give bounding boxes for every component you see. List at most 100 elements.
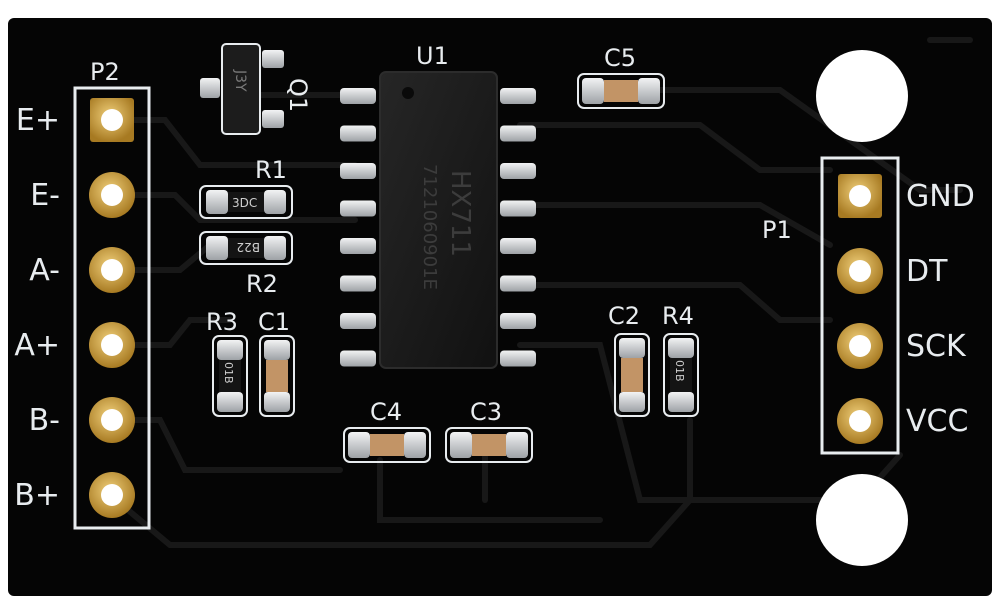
r1-body xyxy=(228,192,264,212)
c2-designator: C2 xyxy=(608,302,640,330)
r2-outline xyxy=(199,231,293,265)
u1-pin-left xyxy=(340,275,376,292)
c1-designator: C1 xyxy=(258,308,290,336)
r1-cap-right xyxy=(264,190,286,214)
c3-outline xyxy=(445,427,533,463)
r2-designator: R2 xyxy=(246,270,278,298)
p1-pin-vcc xyxy=(837,398,883,444)
r3-marking: 01B xyxy=(222,362,235,384)
c4-body xyxy=(370,434,404,456)
p1-label-gnd: GND xyxy=(906,179,975,214)
copper-traces xyxy=(107,37,973,548)
c5-outline xyxy=(577,73,665,109)
p1-label-sck: SCK xyxy=(906,329,967,364)
c3-designator: C3 xyxy=(470,398,502,426)
u1-pin-left xyxy=(340,88,376,104)
c1-cap-top xyxy=(264,340,290,360)
c4-designator: C4 xyxy=(370,398,402,426)
capacitor-c3: C3 xyxy=(445,398,533,463)
r2-marking: B22 xyxy=(236,240,260,254)
c5-designator: C5 xyxy=(604,44,636,72)
p2-designator: P2 xyxy=(90,58,120,86)
p1-silk-outline xyxy=(820,156,900,455)
r1-cap-left xyxy=(206,190,228,214)
u1-pin-left xyxy=(340,238,376,254)
chip-marking-lot: 7121060901E xyxy=(419,164,440,290)
p2-label-bplus: B+ xyxy=(14,478,60,513)
u1-pin-left xyxy=(340,125,376,142)
capacitor-c5: C5 xyxy=(577,44,665,109)
r4-cap-bottom xyxy=(668,392,694,412)
chip-marking-main: HX711 xyxy=(445,170,475,257)
r1-marking: 3DC xyxy=(232,196,257,210)
c1-cap-bottom xyxy=(264,392,290,412)
r2-cap-left xyxy=(206,236,228,260)
r4-cap-top xyxy=(668,338,694,358)
c2-outline xyxy=(614,333,650,417)
capacitor-c4: C4 xyxy=(343,398,431,463)
p1-designator: P1 xyxy=(762,216,792,244)
mounting-hole-top xyxy=(816,50,908,142)
c3-cap-right xyxy=(506,432,528,458)
r2-cap-right xyxy=(264,236,286,260)
resistor-r2: B22 R2 xyxy=(199,231,293,298)
p1-label-dt: DT xyxy=(906,254,948,289)
c1-outline xyxy=(259,335,295,417)
pin1-dot xyxy=(402,87,414,99)
header-p2: P2 E+E-A-A+B-B+ xyxy=(14,58,151,530)
p2-silk-outline xyxy=(73,86,151,530)
q1-pad-3 xyxy=(262,110,284,128)
mounting-hole-bottom xyxy=(816,474,908,566)
r4-designator: R4 xyxy=(662,302,694,330)
p2-pin-eplus xyxy=(90,98,134,142)
u1-pin-right xyxy=(500,313,536,329)
u1-pin-right xyxy=(500,125,536,142)
u1-pin-right xyxy=(500,238,536,254)
u1-pin-left xyxy=(340,200,376,217)
c4-outline xyxy=(343,427,431,463)
u1-pin-right xyxy=(500,163,536,179)
r1-outline xyxy=(199,185,293,219)
p2-pin-bminus xyxy=(89,397,135,443)
c5-cap-right xyxy=(638,78,660,104)
u1-designator: U1 xyxy=(416,42,449,70)
u1-pin-right xyxy=(500,350,536,367)
q1-body xyxy=(221,43,261,135)
resistor-r4: R4 01B xyxy=(662,302,699,417)
c5-body xyxy=(604,80,638,102)
c4-cap-left xyxy=(348,432,370,458)
p1-pin-dt xyxy=(837,248,883,294)
r3-outline xyxy=(212,335,248,417)
c1-body xyxy=(266,360,288,392)
p2-label-aminus: A- xyxy=(29,253,60,288)
p1-label-vcc: VCC xyxy=(906,404,968,439)
q1-pad-2 xyxy=(262,50,284,68)
transistor-q1: J3Y Q1 xyxy=(200,43,312,135)
r1-designator: R1 xyxy=(255,156,287,184)
resistor-r1: R1 3DC xyxy=(199,156,293,219)
p2-pin-aminus xyxy=(89,247,135,293)
u1-pin-left xyxy=(340,313,376,329)
p2-label-eminus: E- xyxy=(30,178,60,213)
r3-body xyxy=(219,360,241,392)
resistor-r3: R3 01B xyxy=(206,308,248,417)
p2-label-bminus: B- xyxy=(29,403,60,438)
q1-pad-1 xyxy=(200,78,220,98)
chip-u1: U1 HX711 7121060901E xyxy=(340,42,536,369)
capacitor-c1: C1 xyxy=(258,308,295,417)
c2-cap-bottom xyxy=(619,392,645,412)
c3-body xyxy=(472,434,506,456)
capacitor-c2: C2 xyxy=(608,302,650,417)
chip-body xyxy=(379,71,498,369)
r2-body xyxy=(228,238,264,258)
c4-cap-right xyxy=(404,432,426,458)
r3-designator: R3 xyxy=(206,308,238,336)
header-p1: P1 GND DT SCK VCC xyxy=(762,156,975,455)
c2-body xyxy=(621,358,643,392)
p2-pin-bplus xyxy=(89,472,135,518)
p2-label-eplus: E+ xyxy=(16,103,60,138)
r3-cap-bottom xyxy=(217,392,243,412)
u1-pin-right xyxy=(500,88,536,104)
c5-cap-left xyxy=(582,78,604,104)
